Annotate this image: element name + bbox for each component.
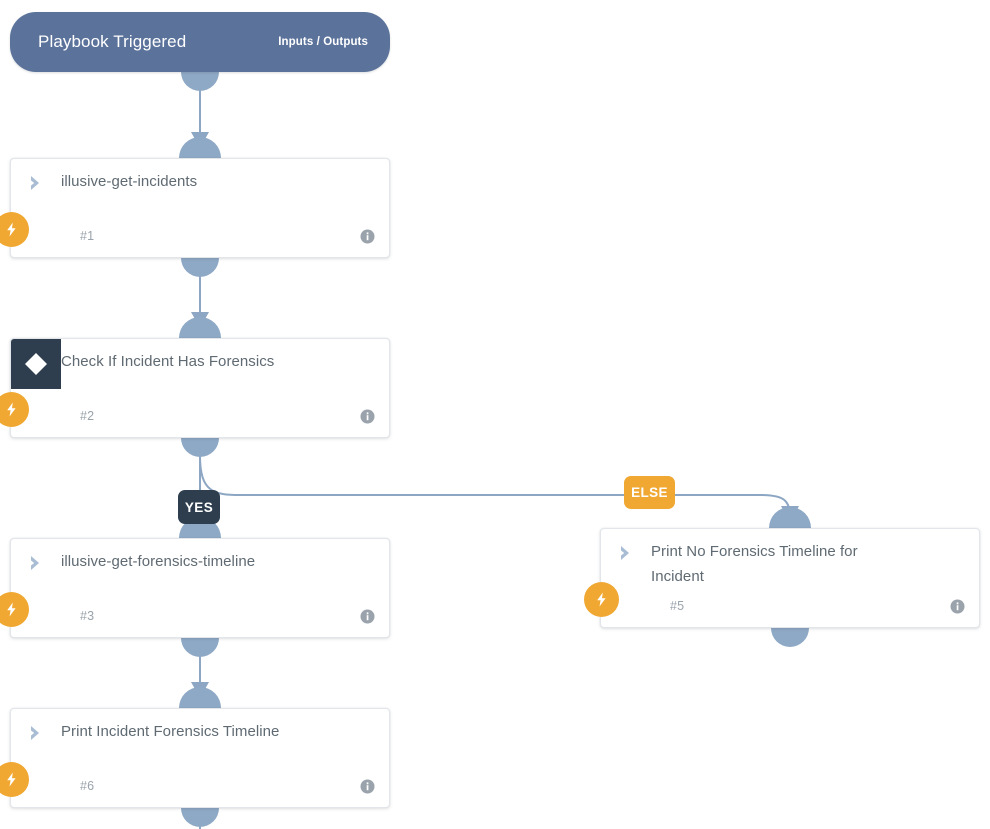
node-number: #2 xyxy=(80,409,95,423)
branch-label-text: YES xyxy=(184,499,214,515)
info-icon[interactable] xyxy=(360,229,375,244)
node-header-row: illusive-get-forensics-timeline xyxy=(11,539,389,595)
node-footer-row: #1 xyxy=(11,215,389,257)
node-header-row: Print No Forensics Timeline for Incident xyxy=(601,529,979,585)
lightning-bolt-badge[interactable] xyxy=(584,582,619,617)
node-number: #1 xyxy=(80,229,95,243)
node-title: illusive-get-forensics-timeline xyxy=(61,553,256,570)
node-title: Check If Incident Has Forensics xyxy=(61,353,275,370)
lightning-bolt-badge[interactable] xyxy=(0,392,29,427)
branch-label-text: ELSE xyxy=(631,485,668,500)
info-icon[interactable] xyxy=(360,779,375,794)
inputs-outputs-link[interactable]: Inputs / Outputs xyxy=(278,36,368,48)
lightning-bolt-badge[interactable] xyxy=(0,592,29,627)
node-footer-row: #5 xyxy=(601,585,979,627)
branch-label-yes[interactable]: YES xyxy=(178,490,220,524)
chevron-right-icon xyxy=(11,539,61,587)
lightning-bolt-badge[interactable] xyxy=(0,762,29,797)
chevron-right-icon xyxy=(11,159,61,207)
chevron-right-icon xyxy=(11,709,61,757)
node-number: #3 xyxy=(80,609,95,623)
task-node-print-incident-forensics-timeline[interactable]: Print Incident Forensics Timeline #6 xyxy=(0,708,390,808)
node-header-row: Print Incident Forensics Timeline xyxy=(11,709,389,765)
node-number: #6 xyxy=(80,779,95,793)
node-footer-row: #2 xyxy=(11,395,389,437)
task-node-print-no-forensics-timeline-for-incident[interactable]: Print No Forensics Timeline for Incident… xyxy=(584,528,980,628)
node-number: #5 xyxy=(670,599,685,613)
playbook-trigger-node[interactable]: Playbook Triggered Inputs / Outputs xyxy=(10,12,390,72)
diamond-icon xyxy=(11,339,61,389)
node-footer-row: #6 xyxy=(11,765,389,807)
info-icon[interactable] xyxy=(360,409,375,424)
branch-label-else[interactable]: ELSE xyxy=(624,476,675,509)
node-footer-row: #3 xyxy=(11,595,389,637)
task-node-illusive-get-incidents[interactable]: illusive-get-incidents #1 xyxy=(0,158,390,258)
node-title: Print Incident Forensics Timeline xyxy=(61,723,280,740)
info-icon[interactable] xyxy=(950,599,965,614)
node-title: Print No Forensics Timeline for Incident xyxy=(651,543,858,585)
condition-node-check-if-incident-has-forensics[interactable]: Check If Incident Has Forensics #2 xyxy=(0,338,390,438)
node-header-row: Check If Incident Has Forensics xyxy=(11,339,389,395)
lightning-bolt-badge[interactable] xyxy=(0,212,29,247)
node-title: illusive-get-incidents xyxy=(61,173,198,190)
info-icon[interactable] xyxy=(360,609,375,624)
playbook-trigger-title: Playbook Triggered xyxy=(38,32,187,51)
task-node-illusive-get-forensics-timeline[interactable]: illusive-get-forensics-timeline #3 xyxy=(0,538,390,638)
output-port-group xyxy=(181,72,809,827)
chevron-right-icon xyxy=(601,529,651,577)
node-header-row: illusive-get-incidents xyxy=(11,159,389,215)
